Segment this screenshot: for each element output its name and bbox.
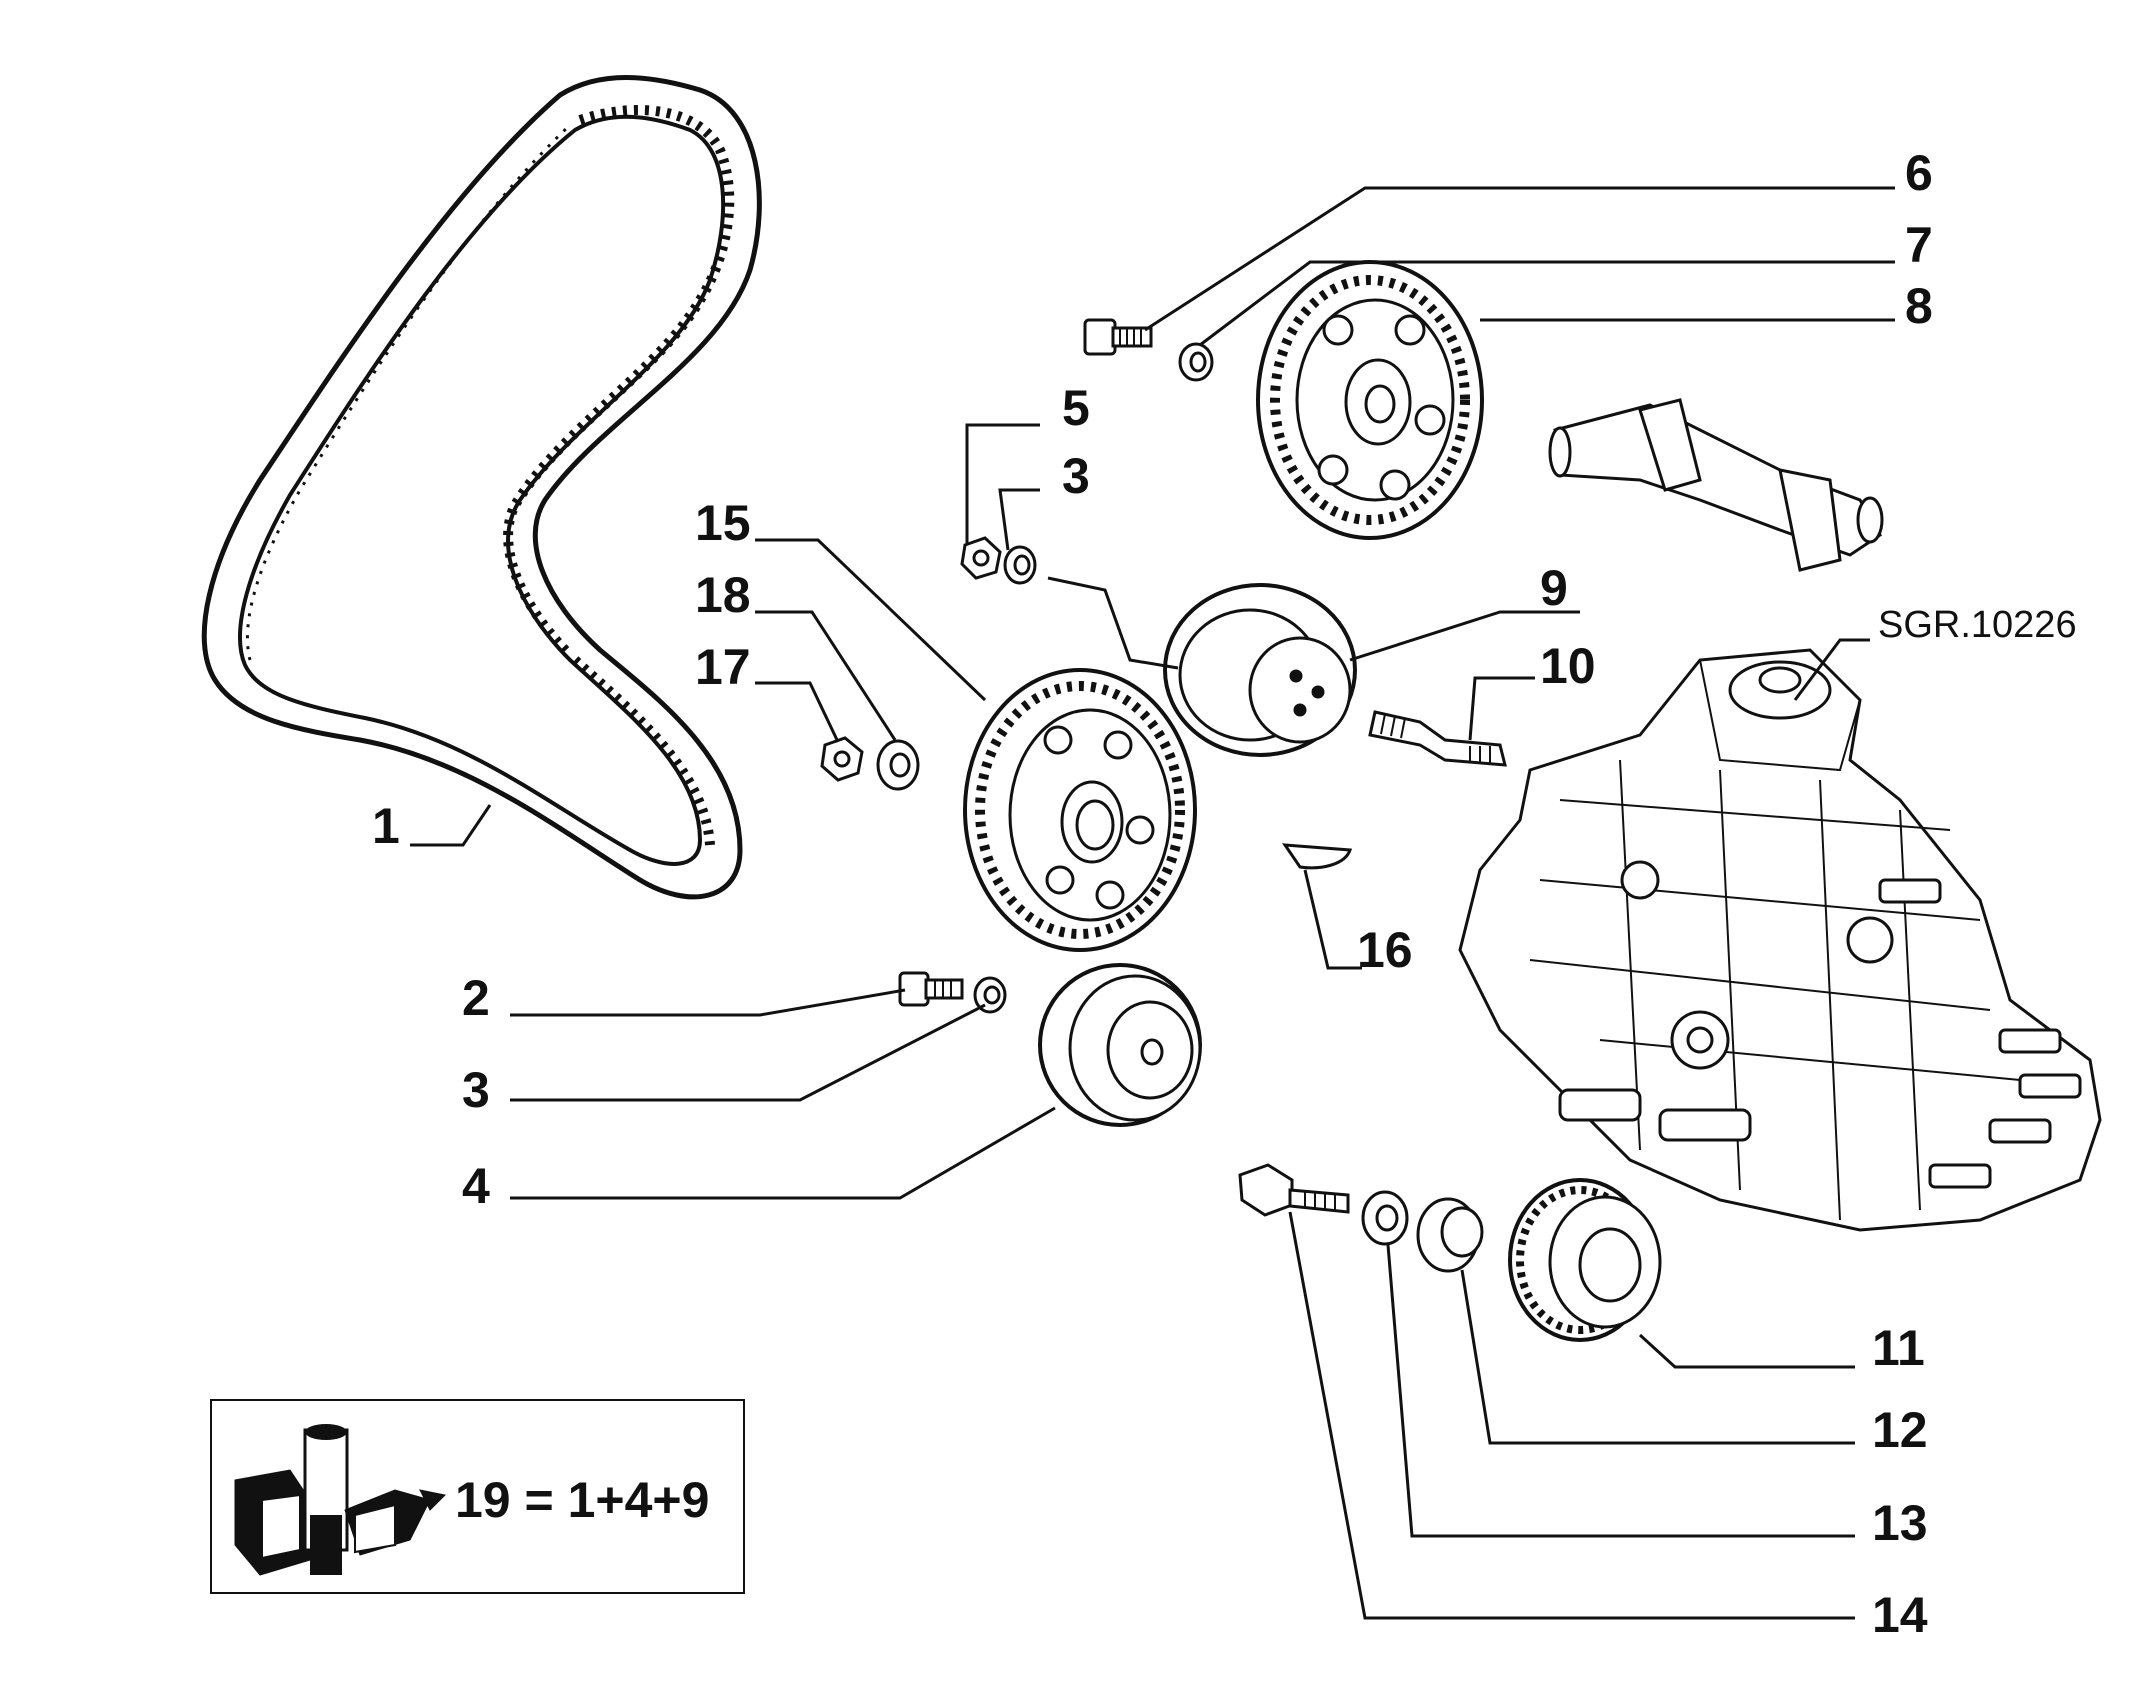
label-6: 6 bbox=[1905, 145, 1933, 201]
crankshaft-pulley-icon bbox=[963, 668, 1197, 952]
timing-belt-icon bbox=[201, 75, 762, 900]
label-5: 5 bbox=[1062, 380, 1090, 436]
leader-line-3a-link bbox=[1047, 576, 1179, 670]
leader-line-15 bbox=[755, 538, 987, 702]
label-10: 10 bbox=[1540, 638, 1596, 694]
leader-line-16 bbox=[1303, 869, 1362, 970]
label-18: 18 bbox=[695, 567, 751, 623]
woodruff-key-icon bbox=[1282, 843, 1353, 870]
label-8: 8 bbox=[1905, 278, 1933, 334]
leader-line-17 bbox=[755, 681, 840, 743]
leader-lines bbox=[410, 186, 1895, 1620]
label-1: 1 bbox=[372, 798, 400, 854]
leader-line-3a bbox=[998, 488, 1040, 551]
part-labels: 1 2 3 4 5 3 6 7 8 9 10 11 12 13 14 15 16… bbox=[372, 145, 2077, 1643]
bolt-icon bbox=[1238, 1163, 1350, 1217]
leader-line-2 bbox=[510, 988, 906, 1017]
kit-legend: 19 = 1+4+9 bbox=[210, 1399, 745, 1594]
drawing-reference: SGR.10226 bbox=[1878, 604, 2077, 646]
leader-line-4 bbox=[510, 1106, 1056, 1200]
bolt-icon bbox=[898, 971, 964, 1007]
camshaft-pulley-icon bbox=[1256, 260, 1484, 540]
leader-line-11 bbox=[1638, 1333, 1855, 1369]
spacer-icon bbox=[1416, 1197, 1484, 1273]
label-9: 9 bbox=[1540, 560, 1568, 616]
label-7: 7 bbox=[1905, 217, 1933, 273]
label-2: 2 bbox=[462, 970, 490, 1026]
tensioner-pulley-icon bbox=[1163, 583, 1357, 757]
nut-icon bbox=[820, 736, 864, 782]
washer-icon bbox=[1361, 1190, 1409, 1246]
leader-line-14 bbox=[1288, 1211, 1855, 1620]
kit-composition: 19 = 1+4+9 bbox=[455, 1472, 709, 1528]
label-15: 15 bbox=[695, 495, 751, 551]
stud-icon bbox=[1368, 710, 1507, 767]
washer-icon bbox=[1003, 545, 1037, 585]
washer-icon bbox=[1178, 342, 1214, 382]
washer-icon bbox=[973, 976, 1007, 1014]
leader-line-10 bbox=[1468, 676, 1535, 741]
leader-line-9 bbox=[1349, 610, 1580, 662]
label-3b: 3 bbox=[462, 1062, 490, 1118]
washer-icon bbox=[876, 739, 920, 791]
kit-box-icon bbox=[234, 1424, 447, 1576]
injection-pump-pulley-icon bbox=[1508, 1178, 1662, 1342]
label-11: 11 bbox=[1872, 1320, 1925, 1376]
label-13: 13 bbox=[1872, 1495, 1928, 1551]
leader-line-7 bbox=[1199, 260, 1895, 347]
leader-line-13 bbox=[1386, 1244, 1855, 1538]
label-17: 17 bbox=[695, 639, 751, 695]
leader-line-5 bbox=[965, 423, 1040, 545]
injection-pump-icon bbox=[1458, 648, 2102, 1232]
bolt-icon bbox=[1083, 318, 1153, 356]
label-14: 14 bbox=[1872, 1587, 1928, 1643]
leader-line-1 bbox=[410, 804, 492, 847]
leader-line-18 bbox=[755, 610, 897, 741]
label-12: 12 bbox=[1872, 1402, 1928, 1458]
label-16: 16 bbox=[1357, 922, 1413, 978]
camshaft-icon bbox=[1548, 398, 1884, 572]
leader-line-12 bbox=[1460, 1269, 1855, 1445]
leader-line-ref bbox=[1793, 638, 1870, 701]
nut-icon bbox=[960, 536, 1002, 580]
label-4: 4 bbox=[462, 1158, 490, 1214]
leader-line-3b bbox=[510, 1003, 986, 1102]
label-3a: 3 bbox=[1062, 448, 1090, 504]
idler-pulley-icon bbox=[1038, 963, 1202, 1127]
leader-line-6 bbox=[1144, 186, 1895, 332]
